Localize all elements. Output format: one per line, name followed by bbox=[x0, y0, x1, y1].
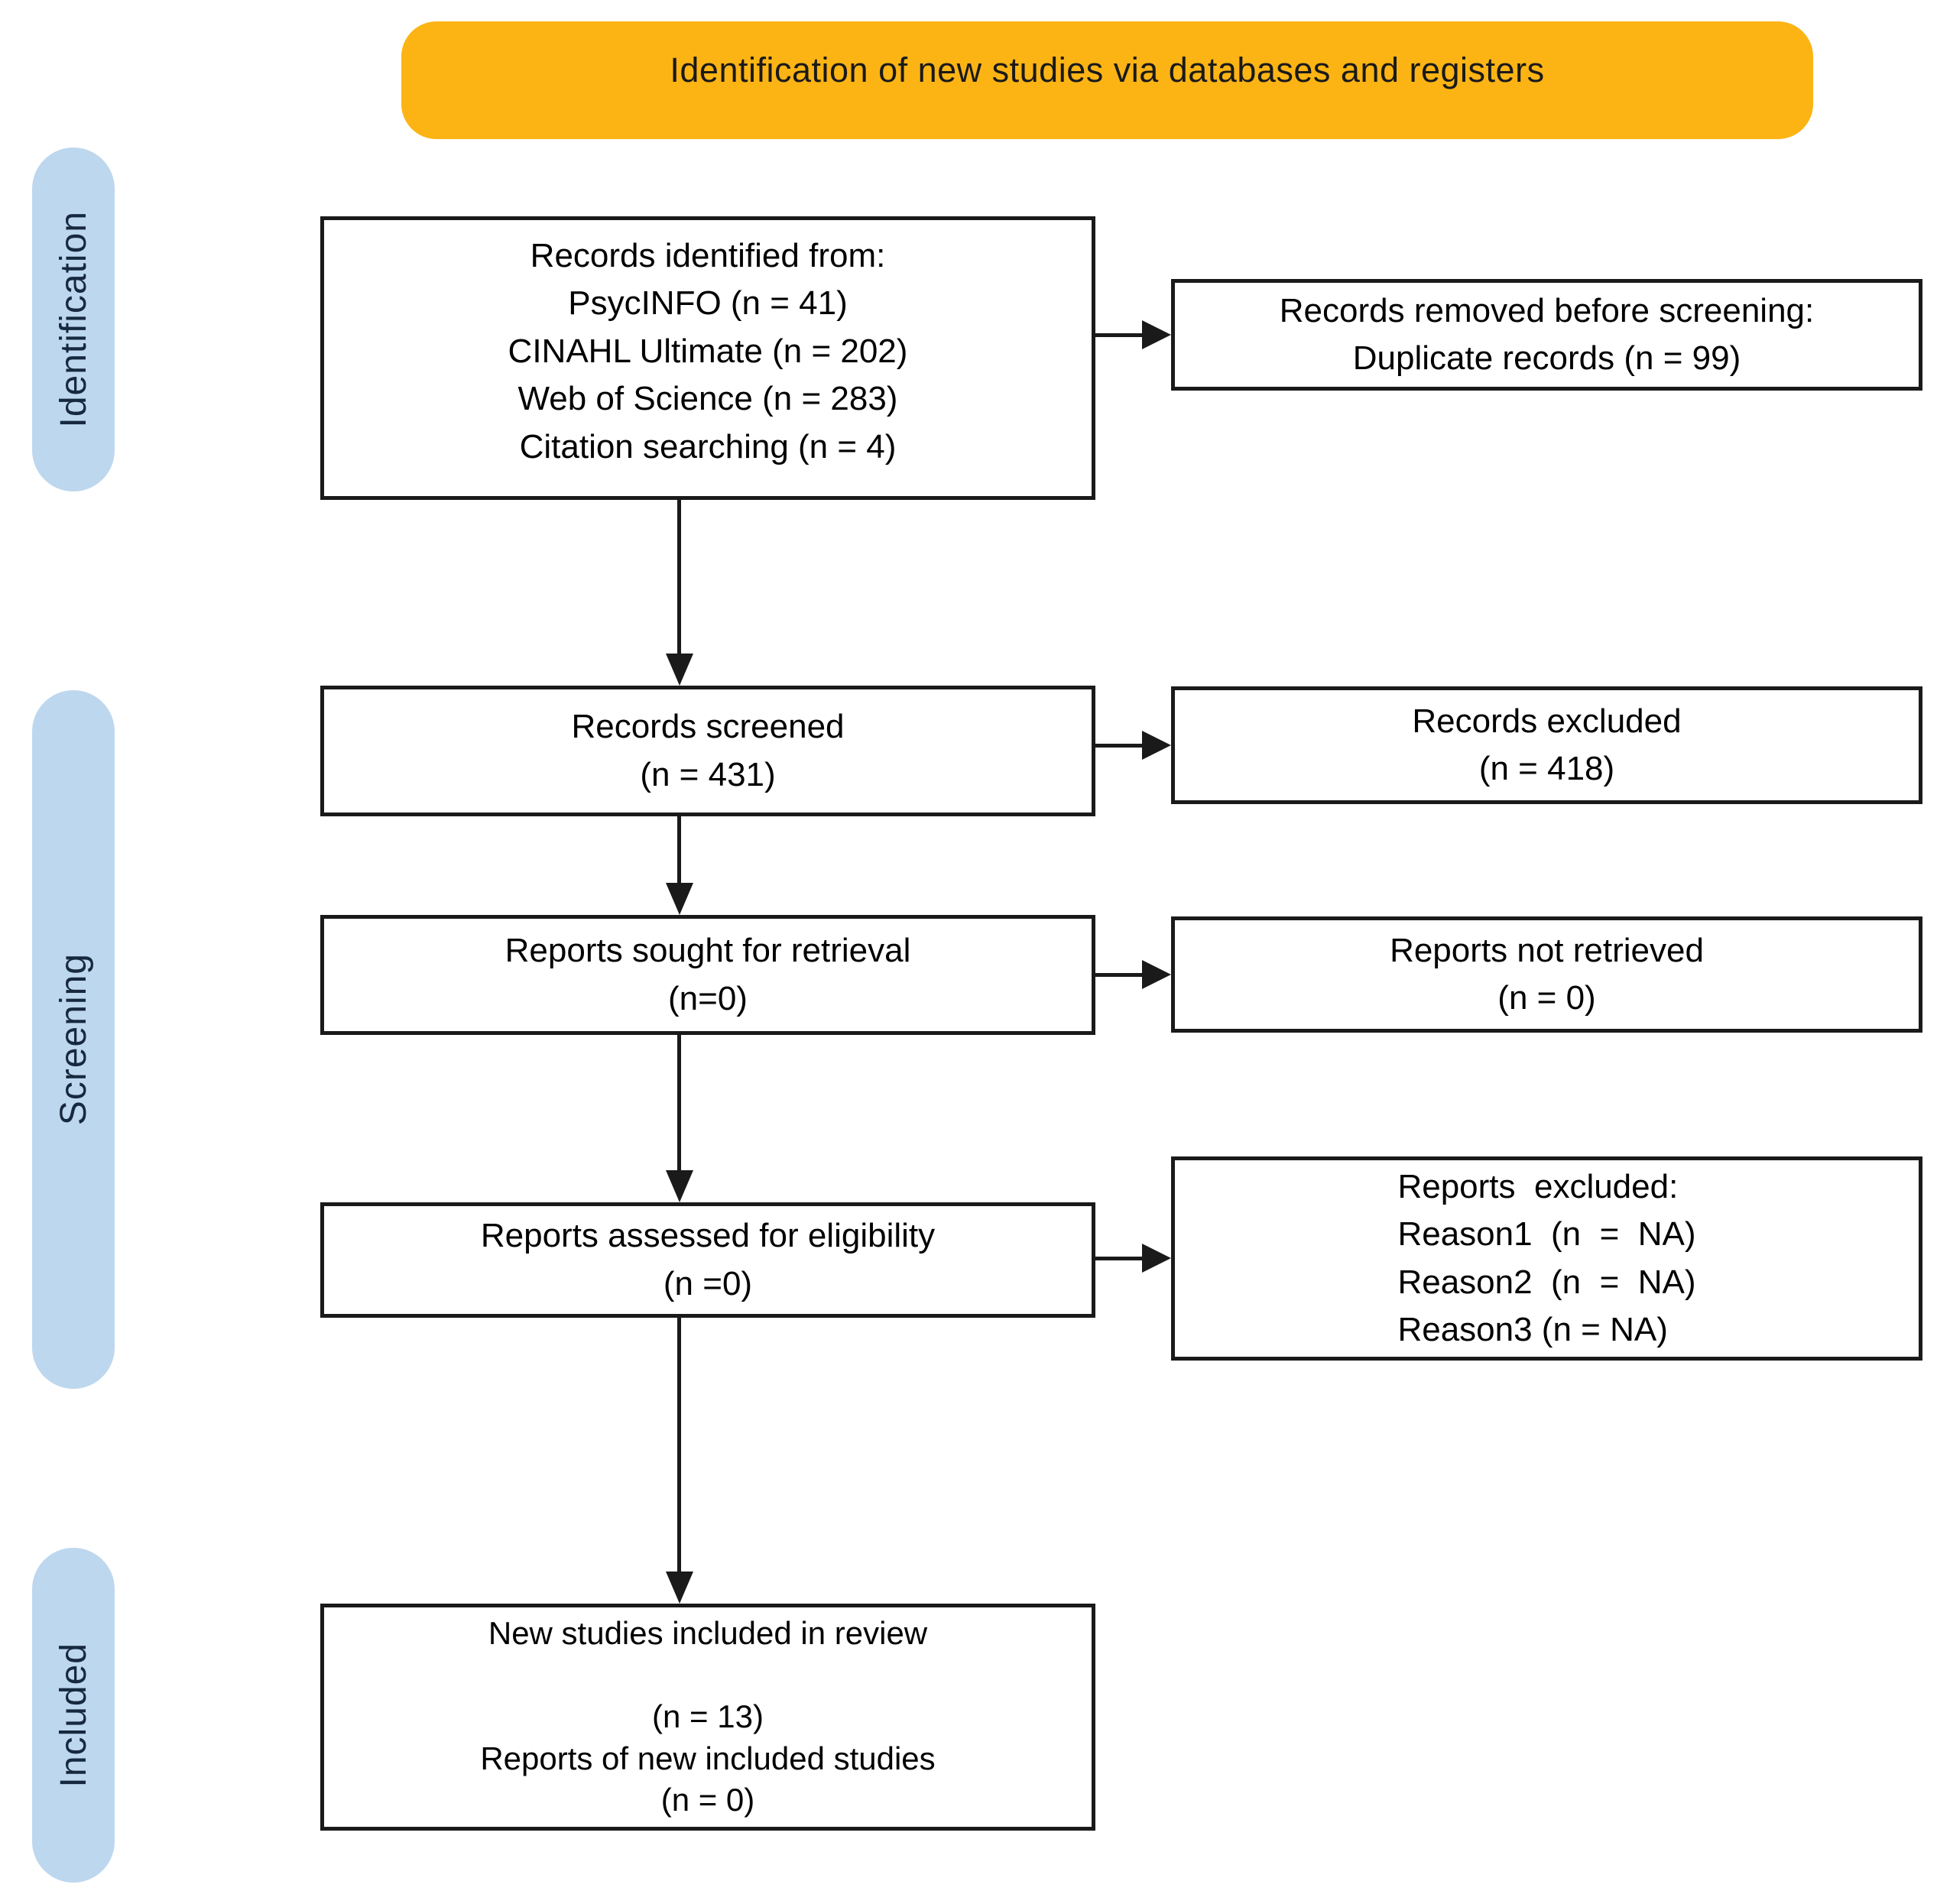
box-text: Records screened (n = 431) bbox=[571, 708, 845, 793]
box-reports-assessed: Reports assessed for eligibility (n =0) bbox=[320, 1202, 1095, 1318]
arrowhead-down-icon bbox=[666, 654, 693, 686]
box-records-identified: Records identified from: PsycINFO (n = 4… bbox=[320, 216, 1095, 500]
stage-label: Identification bbox=[53, 211, 94, 428]
stage-pill-screening: Screening bbox=[32, 690, 115, 1389]
box-reports-excluded: Reports excluded: Reason1 (n = NA) Reaso… bbox=[1171, 1156, 1922, 1361]
box-records-screened: Records screened (n = 431) bbox=[320, 686, 1095, 816]
connector-identified-to-screened bbox=[677, 500, 681, 654]
box-text: New studies included in review (n = 13) … bbox=[480, 1615, 936, 1818]
connector-identified-to-removed bbox=[1095, 333, 1146, 337]
connector-assessed-to-included bbox=[677, 1318, 681, 1572]
box-reports-not-retrieved: Reports not retrieved (n = 0) bbox=[1171, 916, 1922, 1033]
arrowhead-down-icon bbox=[666, 1170, 693, 1202]
banner: Identification of new studies via databa… bbox=[401, 21, 1813, 139]
box-text: Records removed before screening: Duplic… bbox=[1279, 291, 1815, 377]
box-records-removed: Records removed before screening: Duplic… bbox=[1171, 279, 1922, 391]
arrowhead-down-icon bbox=[666, 1572, 693, 1604]
box-text: Reports assessed for eligibility (n =0) bbox=[480, 1217, 936, 1302]
stage-pill-included: Included bbox=[32, 1548, 115, 1883]
arrowhead-right-icon bbox=[1142, 1244, 1171, 1273]
box-text: Reports not retrieved (n = 0) bbox=[1390, 931, 1704, 1017]
arrowhead-right-icon bbox=[1142, 320, 1171, 349]
box-text: Reports sought for retrieval (n=0) bbox=[505, 932, 911, 1017]
box-text: Reports excluded: Reason1 (n = NA) Reaso… bbox=[1397, 1167, 1696, 1348]
stage-label: Screening bbox=[53, 953, 94, 1126]
box-records-excluded: Records excluded (n = 418) bbox=[1171, 686, 1922, 804]
stage-pill-identification: Identification bbox=[32, 148, 115, 491]
banner-title: Identification of new studies via databa… bbox=[670, 50, 1545, 89]
connector-sought-to-assessed bbox=[677, 1035, 681, 1171]
box-new-studies-included: New studies included in review (n = 13) … bbox=[320, 1604, 1095, 1831]
arrowhead-right-icon bbox=[1142, 731, 1171, 760]
connector-assessed-to-reports-excluded bbox=[1095, 1257, 1146, 1260]
connector-screened-to-excluded bbox=[1095, 744, 1146, 748]
stage-label: Included bbox=[53, 1643, 94, 1788]
connector-sought-to-not-retrieved bbox=[1095, 973, 1146, 977]
connector-screened-to-sought bbox=[677, 816, 681, 885]
box-reports-sought: Reports sought for retrieval (n=0) bbox=[320, 915, 1095, 1035]
box-text: Records identified from: PsycINFO (n = 4… bbox=[508, 237, 908, 465]
arrowhead-down-icon bbox=[666, 883, 693, 915]
arrowhead-right-icon bbox=[1142, 960, 1171, 989]
box-text: Records excluded (n = 418) bbox=[1412, 702, 1682, 787]
